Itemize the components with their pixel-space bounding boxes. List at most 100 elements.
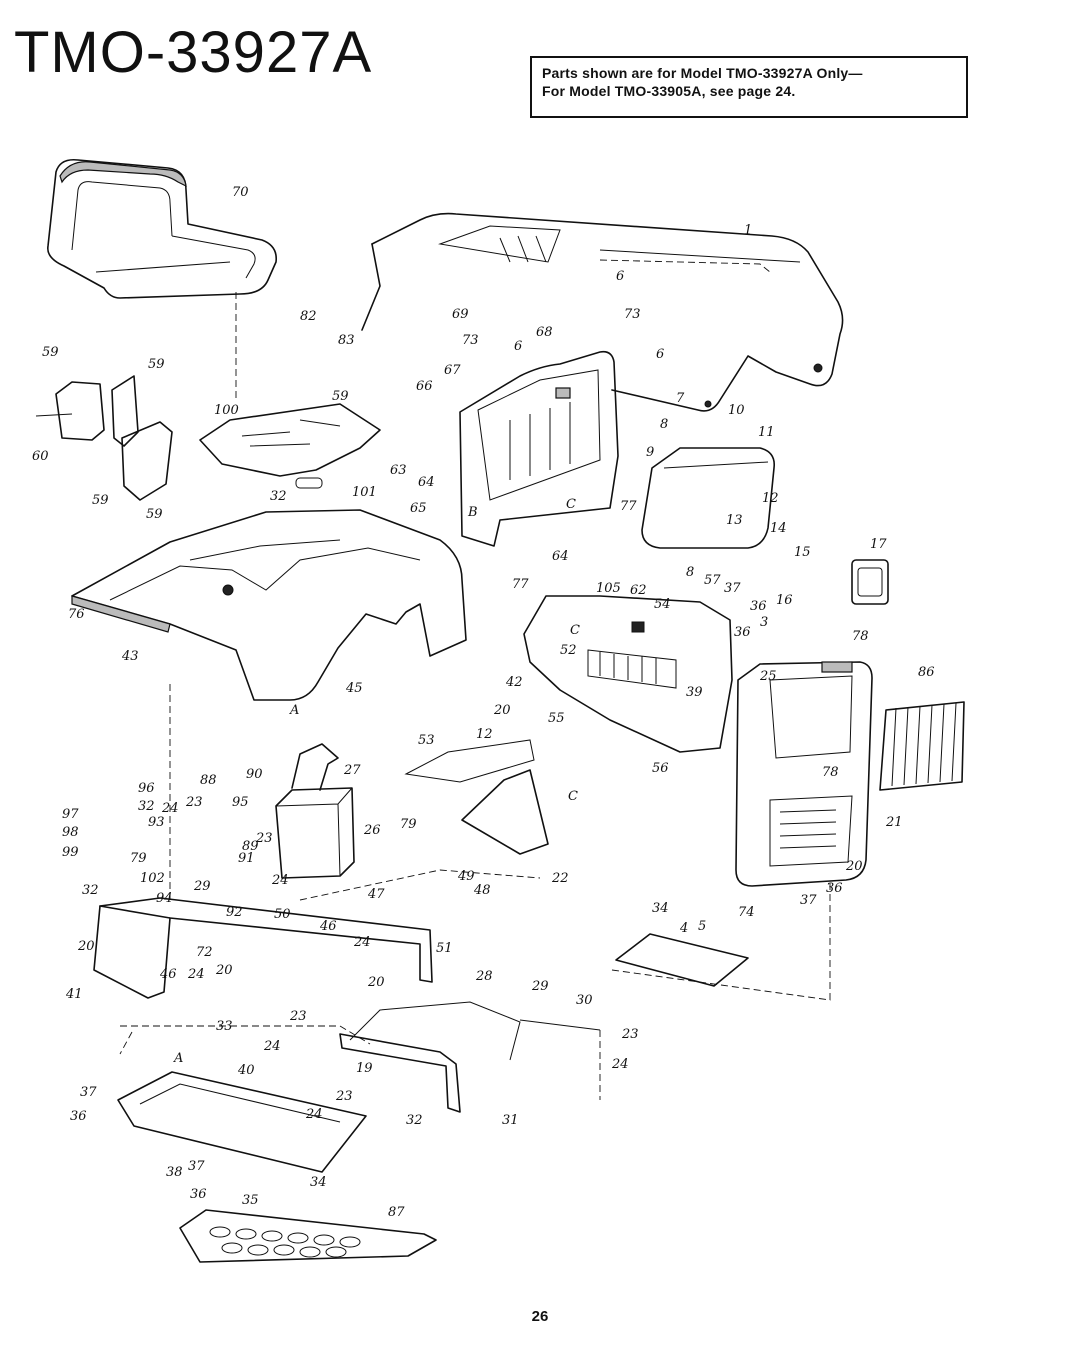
callout-93: 93 <box>148 815 165 830</box>
callout-28: 28 <box>475 969 493 984</box>
callout-92: 92 <box>226 905 243 920</box>
callout-68: 68 <box>536 325 553 340</box>
callout-C: C <box>568 789 578 804</box>
callout-82: 82 <box>300 309 317 324</box>
callout-79: 79 <box>400 817 417 832</box>
callout-94: 94 <box>156 891 173 906</box>
callout-77: 77 <box>620 499 637 514</box>
callout-14: 14 <box>770 521 787 536</box>
callout-87: 87 <box>388 1205 405 1220</box>
callout-15: 15 <box>794 545 811 560</box>
callout-26: 26 <box>363 823 381 838</box>
callout-46: 46 <box>159 967 177 982</box>
callout-73: 73 <box>624 307 641 322</box>
dash-panel-part <box>523 595 733 753</box>
grille-housing-part <box>735 661 873 887</box>
callout-40: 40 <box>237 1063 255 1078</box>
callout-32: 32 <box>82 883 99 898</box>
callout-64: 64 <box>552 549 569 564</box>
callout-A: A <box>289 703 299 718</box>
callout-1: 1 <box>744 223 752 238</box>
callout-76: 76 <box>68 607 85 622</box>
headlight-part <box>851 559 889 605</box>
callout-97: 97 <box>62 807 79 822</box>
callout-34: 34 <box>652 901 669 916</box>
callout-20: 20 <box>845 859 863 874</box>
model-notice-box: Parts shown are for Model TMO-33927A Onl… <box>530 56 968 118</box>
callout-78: 78 <box>822 765 839 780</box>
callout-100: 100 <box>214 403 239 418</box>
callout-24: 24 <box>271 873 289 888</box>
callout-labels: 70 1 82 83 69 6 73 73 6 68 6 67 66 59 7 … <box>32 185 935 1220</box>
callout-12: 12 <box>762 491 779 506</box>
callout-70: 70 <box>232 185 249 200</box>
callout-24: 24 <box>611 1057 629 1072</box>
callout-36: 36 <box>750 599 767 614</box>
callout-95: 95 <box>232 795 249 810</box>
callout-102: 102 <box>140 871 165 886</box>
callout-35: 35 <box>242 1193 259 1208</box>
callout-83: 83 <box>338 333 355 348</box>
model-notice-line-1: Parts shown are for Model TMO-33927A Onl… <box>542 65 863 81</box>
callout-86: 86 <box>918 665 935 680</box>
callout-8: 8 <box>686 565 694 580</box>
callout-66: 66 <box>416 379 433 394</box>
callout-22: 22 <box>551 871 569 886</box>
callout-56: 56 <box>652 761 669 776</box>
callout-20: 20 <box>77 939 95 954</box>
callout-72: 72 <box>196 945 213 960</box>
callout-101: 101 <box>352 485 377 500</box>
callout-53: 53 <box>418 733 435 748</box>
callout-36: 36 <box>734 625 751 640</box>
callout-16: 16 <box>776 593 793 608</box>
grille-screen-part <box>879 701 965 791</box>
callout-99: 99 <box>62 845 79 860</box>
callout-88: 88 <box>200 773 217 788</box>
callout-24: 24 <box>187 967 205 982</box>
side-bracket-part <box>35 375 173 501</box>
callout-52: 52 <box>560 643 577 658</box>
callout-3: 3 <box>760 615 768 630</box>
callout-23: 23 <box>185 795 203 810</box>
callout-39: 39 <box>686 685 703 700</box>
callout-20: 20 <box>493 703 511 718</box>
callout-9: 9 <box>646 445 654 460</box>
callout-48: 48 <box>473 883 491 898</box>
callout-38: 38 <box>166 1165 183 1180</box>
callout-27: 27 <box>343 763 361 778</box>
foot-mat-part <box>179 1209 437 1263</box>
callout-105: 105 <box>596 581 621 596</box>
callout-17: 17 <box>870 537 887 552</box>
battery-part <box>275 743 355 879</box>
model-notice-line-2: For Model TMO-33905A, see page 24. <box>542 83 796 99</box>
callout-24: 24 <box>161 801 179 816</box>
callout-57: 57 <box>704 573 721 588</box>
callout-55: 55 <box>548 711 565 726</box>
callout-69: 69 <box>452 307 469 322</box>
callout-4: 4 <box>679 921 688 936</box>
callout-60: 60 <box>32 449 49 464</box>
callout-78: 78 <box>852 629 869 644</box>
callout-6: 6 <box>514 339 522 354</box>
callout-20: 20 <box>367 975 385 990</box>
callout-46: 46 <box>319 919 337 934</box>
page-title: TMO-33927A <box>14 20 373 85</box>
callout-24: 24 <box>353 935 371 950</box>
callout-36: 36 <box>826 881 843 896</box>
callout-36: 36 <box>190 1187 207 1202</box>
callout-B: B <box>467 505 478 520</box>
callout-63: 63 <box>390 463 407 478</box>
callout-59: 59 <box>92 493 109 508</box>
callout-50: 50 <box>274 907 291 922</box>
callout-64: 64 <box>418 475 435 490</box>
callout-11: 11 <box>758 425 775 440</box>
callout-23: 23 <box>621 1027 639 1042</box>
callout-6: 6 <box>656 347 664 362</box>
callout-89: 89 <box>242 839 259 854</box>
callout-36: 36 <box>70 1109 87 1124</box>
hood-part <box>361 212 844 412</box>
seat-part <box>47 158 278 299</box>
callout-79: 79 <box>130 851 147 866</box>
callout-20: 20 <box>215 963 233 978</box>
